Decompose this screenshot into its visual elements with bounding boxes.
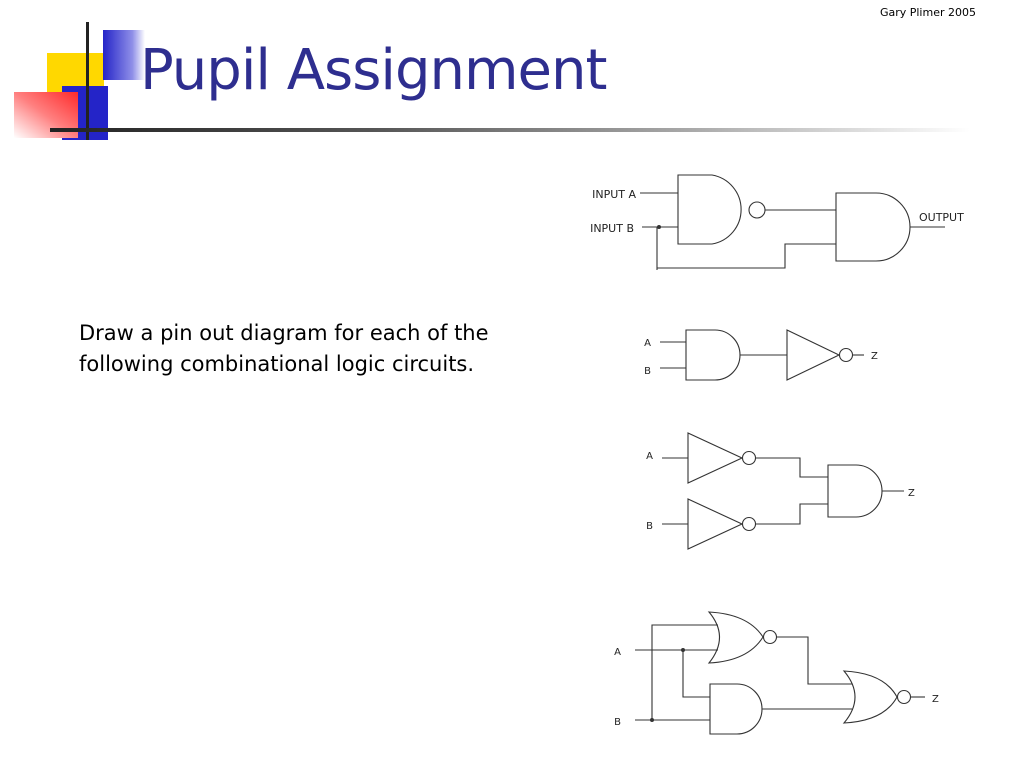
output-label: Z xyxy=(871,351,878,362)
circuit-3: A B Z xyxy=(646,432,915,550)
input-b-label: B xyxy=(614,717,621,728)
and-gate xyxy=(685,329,741,381)
not-gate xyxy=(687,432,744,484)
not-gate xyxy=(687,498,744,550)
and-gate xyxy=(827,464,883,518)
title-underline xyxy=(50,128,970,132)
inversion-bubble xyxy=(741,450,757,466)
junction-dot xyxy=(657,225,661,229)
deco-blue-square xyxy=(103,30,145,80)
input-b-label: INPUT B xyxy=(590,222,634,235)
not-gate xyxy=(786,329,841,381)
wire xyxy=(777,636,852,685)
input-b-label: B xyxy=(644,366,651,377)
nor-gate xyxy=(707,611,764,664)
slide-title: Pupil Assignment xyxy=(140,38,607,103)
nor-gate xyxy=(842,670,898,724)
wire xyxy=(657,243,836,269)
author-label: Gary Plimer 2005 xyxy=(879,6,976,19)
circuit-1: INPUT A INPUT B OUTPUT xyxy=(590,174,964,270)
and-gate xyxy=(835,192,911,262)
inversion-bubble xyxy=(896,689,912,705)
nand-gate xyxy=(677,174,742,245)
and-gate xyxy=(709,683,763,735)
wire xyxy=(756,503,828,525)
input-b-label: B xyxy=(646,521,653,532)
inversion-bubble xyxy=(741,516,757,532)
input-a-label: A xyxy=(646,451,653,462)
circuit-4: A B Z xyxy=(614,611,939,735)
wire xyxy=(651,624,718,720)
input-a-label: A xyxy=(614,647,621,658)
deco-vertical-line xyxy=(86,22,89,140)
body-text: Draw a pin out diagram for each of the f… xyxy=(79,321,489,376)
output-label: Z xyxy=(932,694,939,705)
inversion-bubble xyxy=(748,201,766,219)
input-a-label: INPUT A xyxy=(592,188,636,201)
output-label: Z xyxy=(908,488,915,499)
inversion-bubble xyxy=(838,347,854,363)
input-a-label: A xyxy=(644,338,651,349)
wire xyxy=(756,457,828,478)
circuit-2: A B Z xyxy=(644,329,878,381)
output-label: OUTPUT xyxy=(919,211,964,224)
wire xyxy=(682,650,710,698)
inversion-bubble xyxy=(762,629,778,645)
